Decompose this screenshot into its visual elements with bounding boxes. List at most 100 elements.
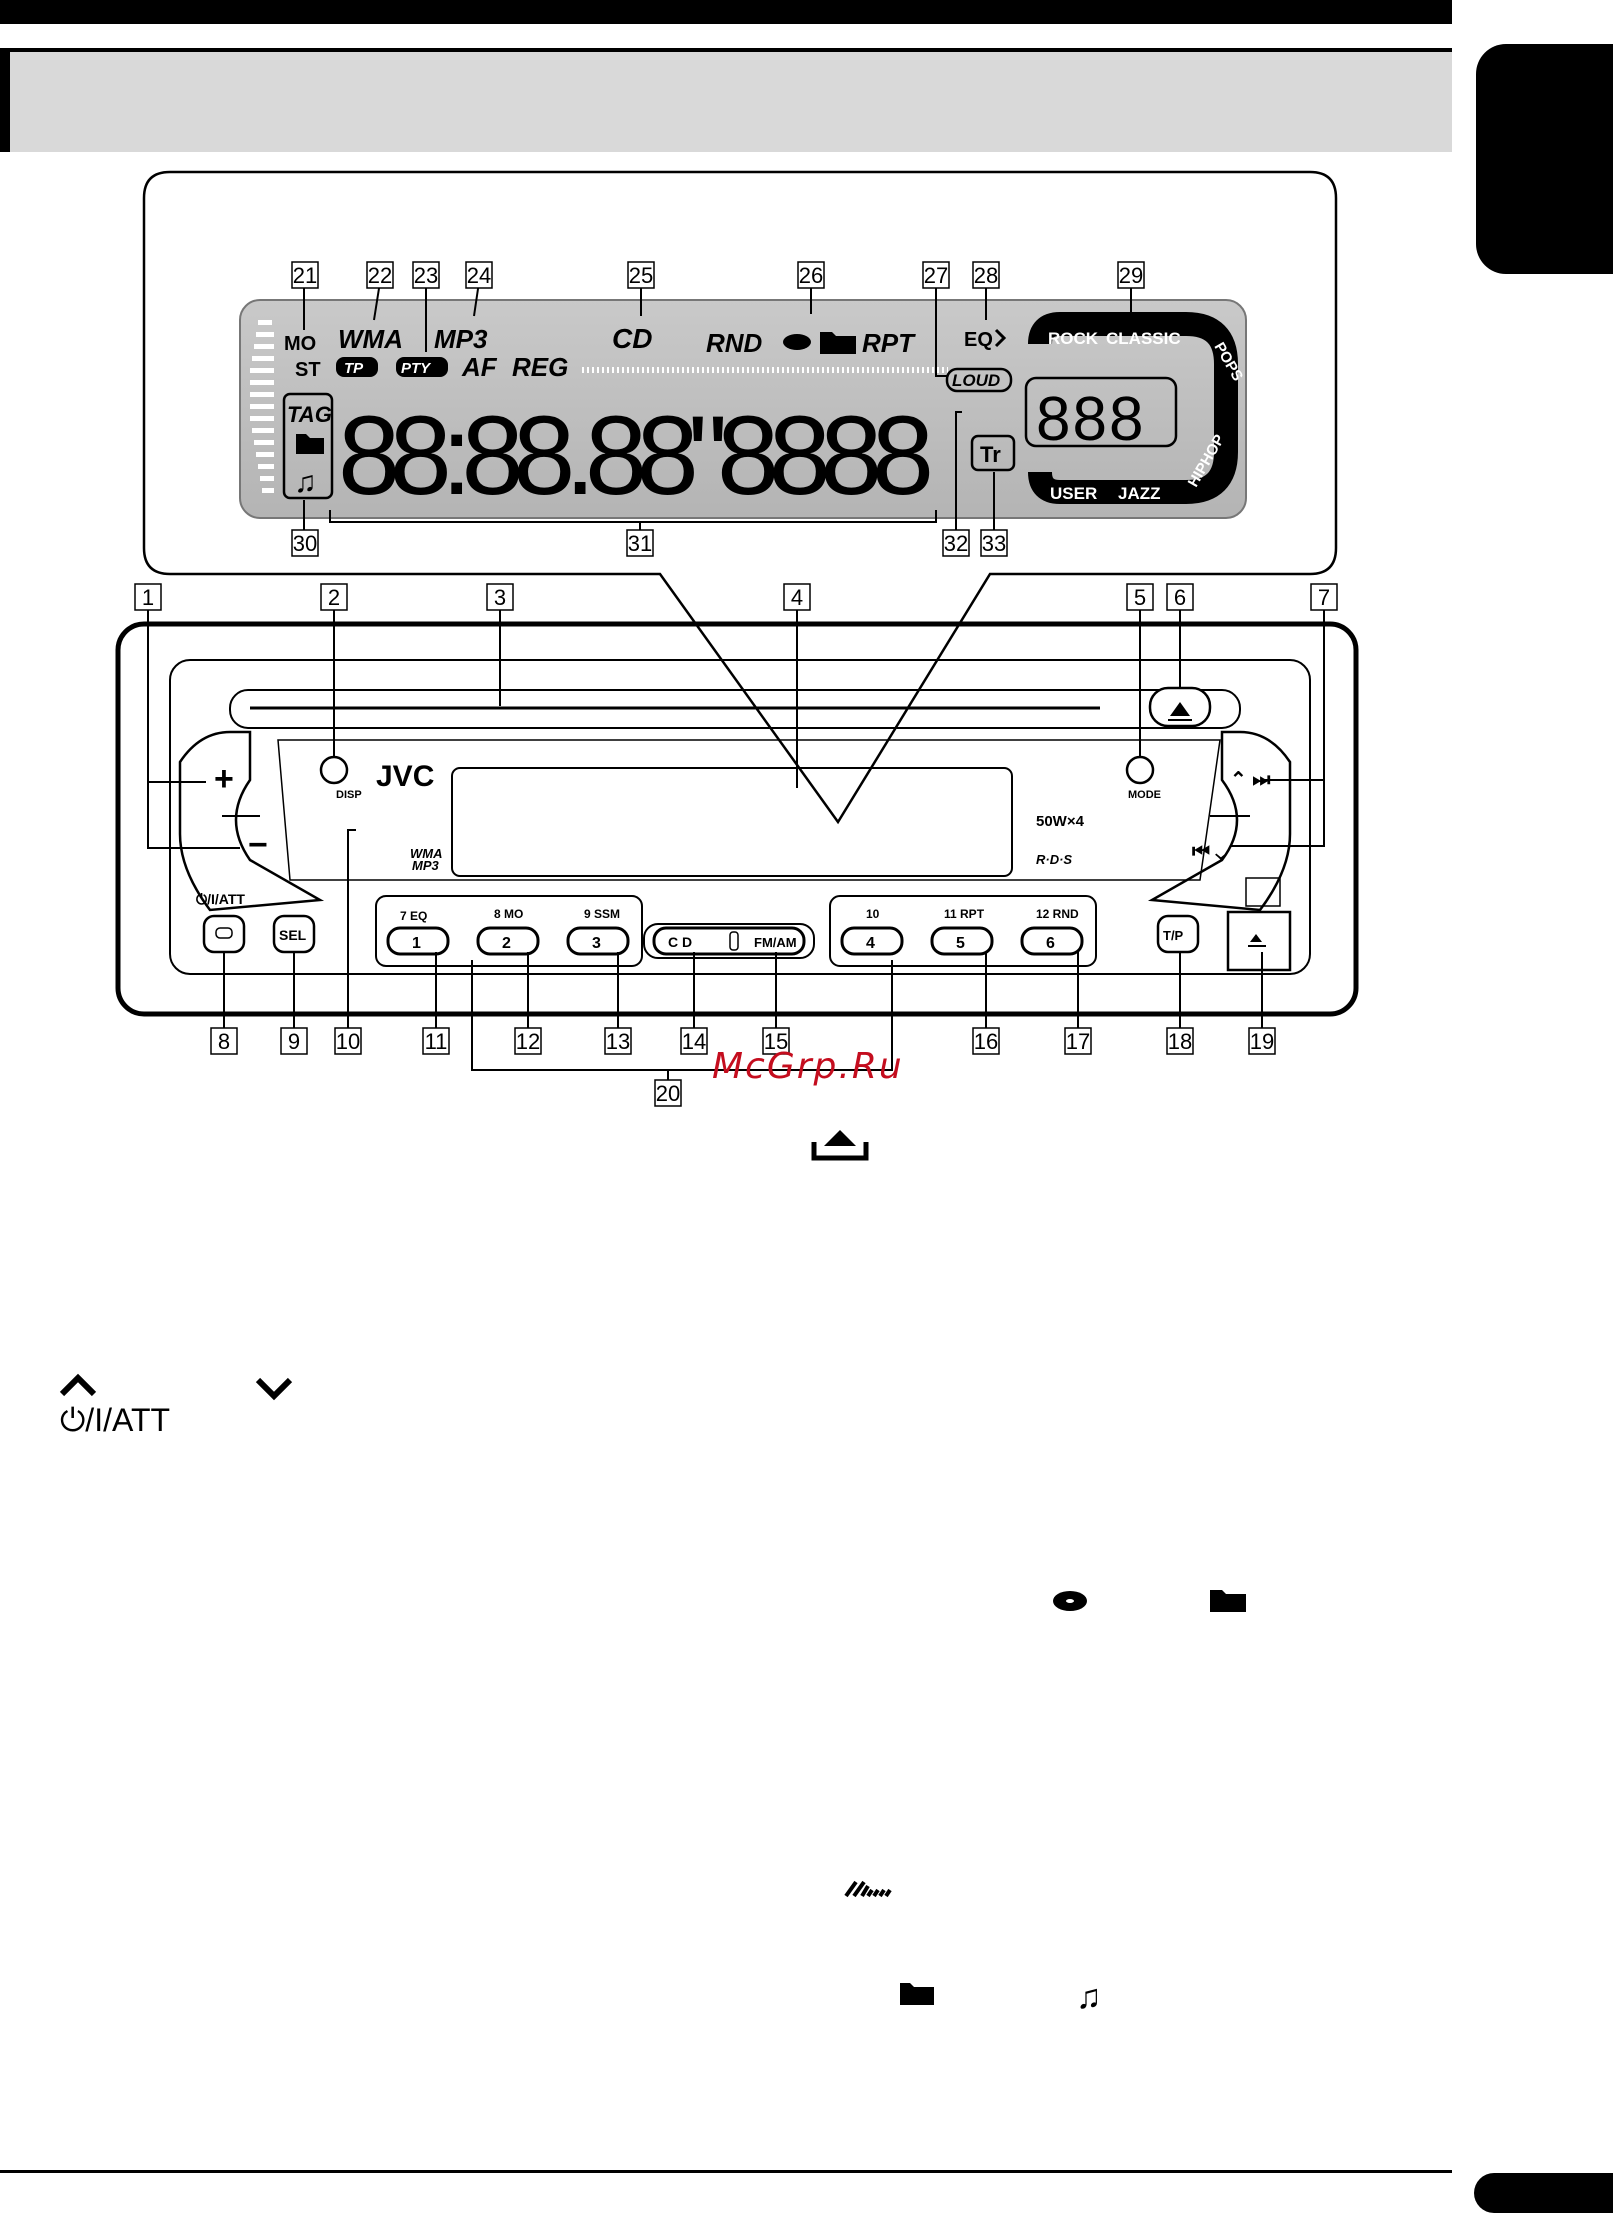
sel-label: SEL (279, 927, 307, 943)
tag-music-icon: ♫ (294, 466, 317, 499)
cd-source-label: C D (668, 934, 692, 950)
section-header-bar (0, 48, 1452, 152)
rnd-indicator: RND (706, 328, 763, 358)
power-att-inline-text: ⏻/I/ATT (60, 1402, 171, 1438)
callout-23: 23 (414, 263, 438, 288)
folder-icon (820, 332, 856, 354)
tp-indicator: TP (344, 360, 364, 377)
callout-27: 27 (924, 263, 948, 288)
preset-12-label: 12 RND (1036, 907, 1079, 921)
callout-29: 29 (1119, 263, 1143, 288)
callout-15: 15 (764, 1029, 788, 1054)
callout-18: 18 (1168, 1029, 1192, 1054)
callout-17: 17 (1066, 1029, 1090, 1054)
track-indicator: Tr (980, 442, 1001, 467)
callout-26: 26 (799, 263, 823, 288)
rock-label: ROCK (1048, 329, 1099, 348)
callout-9: 9 (288, 1029, 300, 1054)
disc-icon (783, 334, 811, 350)
callout-10: 10 (336, 1029, 360, 1054)
callout-19: 19 (1250, 1029, 1274, 1054)
music-note-inline-icon: ♫ (1076, 1978, 1102, 2016)
skip-rocker (1147, 730, 1292, 912)
wma-logo: WMA (410, 846, 443, 861)
chevron-down-icon (255, 1377, 293, 1401)
preset-9-label: 9 SSM (584, 907, 620, 921)
preset-8-label: 8 MO (494, 907, 523, 921)
callout-2: 2 (328, 585, 340, 610)
power-att-label: ⏻/I/ATT (196, 891, 245, 907)
user-label: USER (1050, 484, 1097, 503)
st-indicator: ST (295, 359, 321, 381)
callout-11: 11 (425, 1029, 448, 1054)
preset-1-button (386, 926, 450, 956)
preset-11-label: 11 RPT (944, 907, 985, 921)
mo-indicator: MO (284, 333, 316, 355)
panel-callouts: 1 2 3 4 5 6 7 8 9 10 11 12 13 14 15 16 1… (134, 583, 1338, 1107)
af-indicator: AF (461, 352, 498, 382)
svg-text:⏮ ⌄: ⏮ ⌄ (1192, 841, 1228, 863)
tp-button (1156, 914, 1200, 954)
tag-folder-icon (296, 434, 324, 454)
preset-2-button (476, 926, 540, 956)
callout-22: 22 (368, 263, 392, 288)
display-callouts: 21 22 23 24 25 26 27 28 29 30 31 32 33 (291, 261, 1145, 557)
preset-4-label: 4 (866, 935, 875, 952)
source-button (652, 926, 806, 956)
eq-mode-ring (1028, 312, 1238, 504)
mode-label: MODE (1128, 789, 1161, 801)
preset-2-label: 2 (502, 935, 511, 952)
classic-label: CLASSIC (1106, 329, 1181, 348)
callout-7: 7 (1318, 585, 1330, 610)
page-number-pill (1474, 2173, 1613, 2213)
callout-12: 12 (516, 1029, 540, 1054)
mp3-logo: MP3 (412, 858, 440, 873)
volume-rocker (178, 730, 325, 912)
preset-1-label: 1 (412, 935, 421, 952)
small-digit-display: 888 (1036, 385, 1145, 454)
callout-8: 8 (218, 1029, 230, 1054)
preset-10-label: 10 (866, 907, 880, 921)
wma-indicator: WMA (338, 324, 403, 354)
callout-16: 16 (974, 1029, 998, 1054)
disp-button (319, 755, 349, 785)
preset-6-label: 6 (1046, 935, 1055, 952)
power-att-button (202, 914, 246, 954)
jazz-label: JAZZ (1118, 484, 1161, 503)
callout-5: 5 (1134, 585, 1146, 610)
callout-25: 25 (629, 263, 653, 288)
callout-20: 20 (656, 1081, 680, 1106)
front-display-window (451, 767, 1013, 877)
tag-indicator: TAG (287, 402, 332, 427)
loud-indicator: LOUD (952, 371, 1000, 390)
faceplate-outer (115, 621, 1359, 1017)
callout-1: 1 (142, 585, 154, 610)
rpt-indicator: RPT (862, 328, 916, 358)
callout-4: 4 (791, 585, 803, 610)
power-rating: 50W×4 (1036, 813, 1085, 830)
disc-inline-icon (1053, 1591, 1087, 1611)
callout-14: 14 (682, 1029, 706, 1054)
watermark: McGrp.Ru (712, 1046, 904, 1087)
volume-plus-label: + (214, 760, 234, 798)
callout-24: 24 (467, 263, 491, 288)
mp3-indicator: MP3 (434, 324, 488, 354)
cd-indicator: CD (612, 323, 652, 354)
svg-text:⌃ ⏭: ⌃ ⏭ (1230, 769, 1270, 791)
preset-7-label: 7 EQ (400, 909, 427, 923)
faceplate-inner (169, 659, 1311, 975)
callout-30: 30 (293, 531, 317, 556)
callout-13: 13 (606, 1029, 630, 1054)
preset-3-button (566, 926, 630, 956)
bottom-rule (0, 2170, 1452, 2173)
chevron-up-icon (59, 1373, 97, 1397)
preset-5-button (930, 926, 994, 956)
tp-button-label: T/P (1163, 928, 1184, 943)
reg-indicator: REG (512, 352, 568, 382)
callout-32: 32 (944, 531, 968, 556)
main-segment-display: 88:88.88"8888 (338, 393, 938, 518)
callout-31: 31 (628, 531, 652, 556)
cd-logo (1245, 877, 1281, 907)
level-bars-icon (844, 1880, 892, 1898)
